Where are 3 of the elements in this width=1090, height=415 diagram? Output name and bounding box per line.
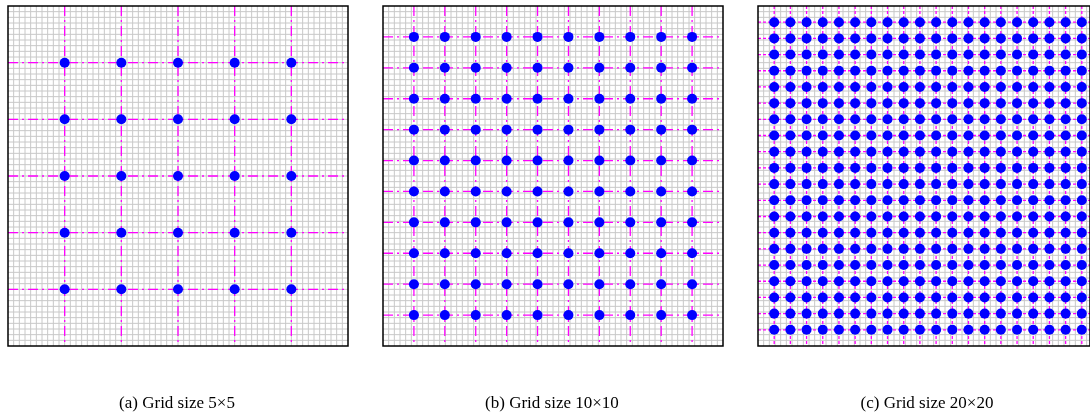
figure-caption: (a) Grid size 5×5 bbox=[118, 393, 236, 413]
figure-caption: (c) Grid size 20×20 bbox=[859, 393, 995, 413]
figure-caption: (b) Grid size 10×10 bbox=[484, 393, 620, 413]
